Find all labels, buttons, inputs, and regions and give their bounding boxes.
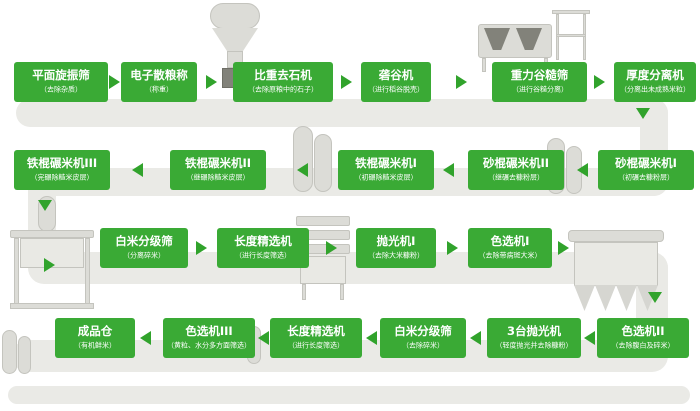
step-subtitle: （进行长度筛选） (235, 251, 291, 260)
arrow-right-icon (456, 75, 467, 89)
step-title: 白米分级筛 (115, 233, 173, 248)
step-title: 比重去石机 (254, 67, 312, 82)
step-subtitle: （去除杂质） (40, 85, 82, 94)
arrow-down-icon (648, 292, 662, 303)
arrow-down-icon (636, 108, 650, 119)
step-subtitle: （去除原粮中的石子） (248, 85, 318, 94)
step-subtitle: （去除腹白及碎米） (611, 341, 675, 350)
step-title: 色选机II (621, 323, 665, 338)
step-subtitle: （有机鲜米） (74, 341, 116, 350)
step-title: 铁棍碾米机I (355, 155, 417, 170)
step-title: 厚度分离机 (626, 67, 684, 82)
flow-step-r2-2: 砂棍碾米机II （继碾去糠粉层） (468, 150, 564, 190)
arrow-left-icon (366, 331, 377, 345)
arrow-right-icon (558, 241, 569, 255)
step-title: 成品仓 (77, 323, 113, 338)
step-title: 重力谷糙筛 (510, 67, 569, 82)
step-title: 白米分级筛 (394, 323, 452, 338)
step-title: 平面旋振筛 (32, 67, 90, 82)
flow-step-r1-1: 平面旋振筛 （去除杂质） (14, 62, 108, 102)
step-subtitle: （去除碎米） (402, 341, 444, 350)
step-title: 长度精选机 (234, 233, 292, 248)
step-subtitle: （轻度抛光并去除糠粉） (495, 341, 573, 350)
step-subtitle: （称重） (145, 85, 173, 94)
step-subtitle: （完碾除糙米皮层） (30, 173, 94, 182)
step-subtitle: （进行稻谷脱壳） (368, 85, 424, 94)
step-title: 砻谷机 (378, 67, 414, 82)
step-subtitle: （分离出未成熟米粒） (620, 85, 690, 94)
flow-step-r2-3: 铁棍碾米机I （初碾除糙米皮层） (338, 150, 434, 190)
conveyor-band-row1 (16, 99, 668, 127)
flow-step-r2-1: 砂棍碾米机I （初碾去糠粉层） (598, 150, 694, 190)
conveyor-band-bottom (8, 386, 690, 404)
step-subtitle: （进行谷糙分离） (511, 85, 568, 94)
step-title: 3台抛光机 (506, 323, 561, 338)
step-subtitle: （进行长度筛选） (288, 341, 344, 350)
step-subtitle: （黄粒、水分多方面筛选） (167, 341, 251, 350)
flow-step-r4-1: 色选机II （去除腹白及碎米） (597, 318, 689, 358)
arrow-left-icon (132, 163, 143, 177)
step-title: 铁棍碾米机II (184, 155, 252, 170)
step-subtitle: （初碾去糠粉层） (618, 173, 674, 182)
step-subtitle: （继碾去糠粉层） (488, 173, 544, 182)
arrow-left-icon (297, 163, 308, 177)
arrow-right-icon (326, 241, 337, 255)
flow-step-r2-4: 铁棍碾米机II （继碾除糙米皮层） (170, 150, 266, 190)
sorter-chute-zigzag (574, 285, 658, 311)
flow-step-r1-3: 比重去石机 （去除原粮中的石子） (233, 62, 333, 102)
arrow-left-icon (258, 331, 269, 345)
arrow-left-icon (443, 163, 454, 177)
flow-step-r3-3: 抛光机I （去除大米糠粉） (356, 228, 436, 268)
step-title: 电子散粮称 (130, 67, 188, 82)
flow-step-r3-4: 色选机I （去除带病斑大米） (468, 228, 552, 268)
flow-step-r4-4: 长度精选机 （进行长度筛选） (270, 318, 362, 358)
flow-step-r4-6: 成品仓 （有机鲜米） (55, 318, 135, 358)
arrow-left-icon (140, 331, 151, 345)
flow-step-r4-3: 白米分级筛 （去除碎米） (380, 318, 466, 358)
step-subtitle: （去除带病斑大米） (478, 251, 542, 260)
flow-step-r3-1: 白米分级筛 （分离碎米） (100, 228, 188, 268)
step-subtitle: （分离碎米） (123, 251, 165, 260)
flow-step-r1-6: 厚度分离机 （分离出未成熟米粒） (614, 62, 696, 102)
step-subtitle: （初碾除糙米皮层） (354, 173, 418, 182)
arrow-right-icon (447, 241, 458, 255)
step-title: 砂棍碾米机II (482, 155, 550, 170)
arrow-right-icon (196, 241, 207, 255)
step-title: 抛光机I (376, 233, 416, 248)
step-subtitle: （去除大米糠粉） (368, 251, 424, 260)
arrow-left-icon (584, 331, 595, 345)
arrow-right-icon (109, 75, 120, 89)
arrow-right-icon (206, 75, 217, 89)
step-subtitle: （继碾除糙米皮层） (186, 173, 250, 182)
step-title: 色选机I (490, 233, 530, 248)
step-title: 色选机III (185, 323, 233, 338)
arrow-right-icon (594, 75, 605, 89)
flow-step-r1-2: 电子散粮称 （称重） (121, 62, 197, 102)
arrow-right-icon (341, 75, 352, 89)
flow-step-r4-5: 色选机III （黄粒、水分多方面筛选） (163, 318, 255, 358)
flow-step-r3-2: 长度精选机 （进行长度筛选） (217, 228, 309, 268)
arrow-right-icon (44, 258, 55, 272)
flow-step-r4-2: 3台抛光机 （轻度抛光并去除糠粉） (487, 318, 581, 358)
step-title: 铁棍碾米机III (26, 155, 98, 170)
step-title: 砂棍碾米机I (615, 155, 677, 170)
arrow-left-icon (470, 331, 481, 345)
flow-step-r2-5: 铁棍碾米机III （完碾除糙米皮层） (14, 150, 110, 190)
flow-step-r1-4: 砻谷机 （进行稻谷脱壳） (361, 62, 431, 102)
arrow-left-icon (577, 163, 588, 177)
step-title: 长度精选机 (287, 323, 345, 338)
arrow-down-icon (38, 200, 52, 211)
flow-step-r1-5: 重力谷糙筛 （进行谷糙分离） (492, 62, 587, 102)
